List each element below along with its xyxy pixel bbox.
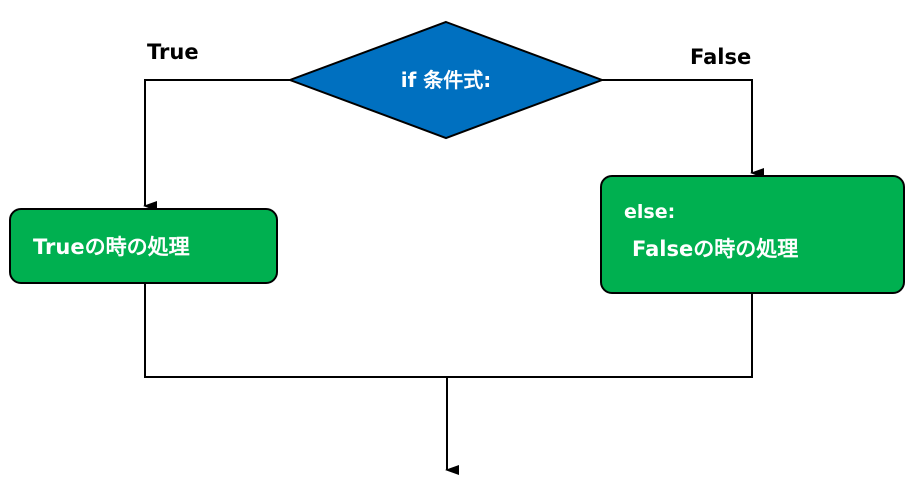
else-process-label: Falseの時の処理: [632, 237, 799, 261]
false-branch-label: False: [690, 45, 752, 69]
decision-diamond: [287, 20, 605, 140]
true-branch-label: True: [147, 40, 199, 64]
else-process-box: else: Falseの時の処理: [600, 175, 905, 294]
merge-connector: [144, 284, 753, 378]
else-keyword: else:: [624, 201, 676, 223]
true-branch-connector: [143, 79, 290, 211]
decision-label: if 条件式:: [400, 68, 492, 92]
true-process-box: Trueの時の処理: [9, 208, 278, 284]
true-process-label: Trueの時の処理: [33, 235, 190, 259]
false-branch-connector: [602, 79, 764, 178]
